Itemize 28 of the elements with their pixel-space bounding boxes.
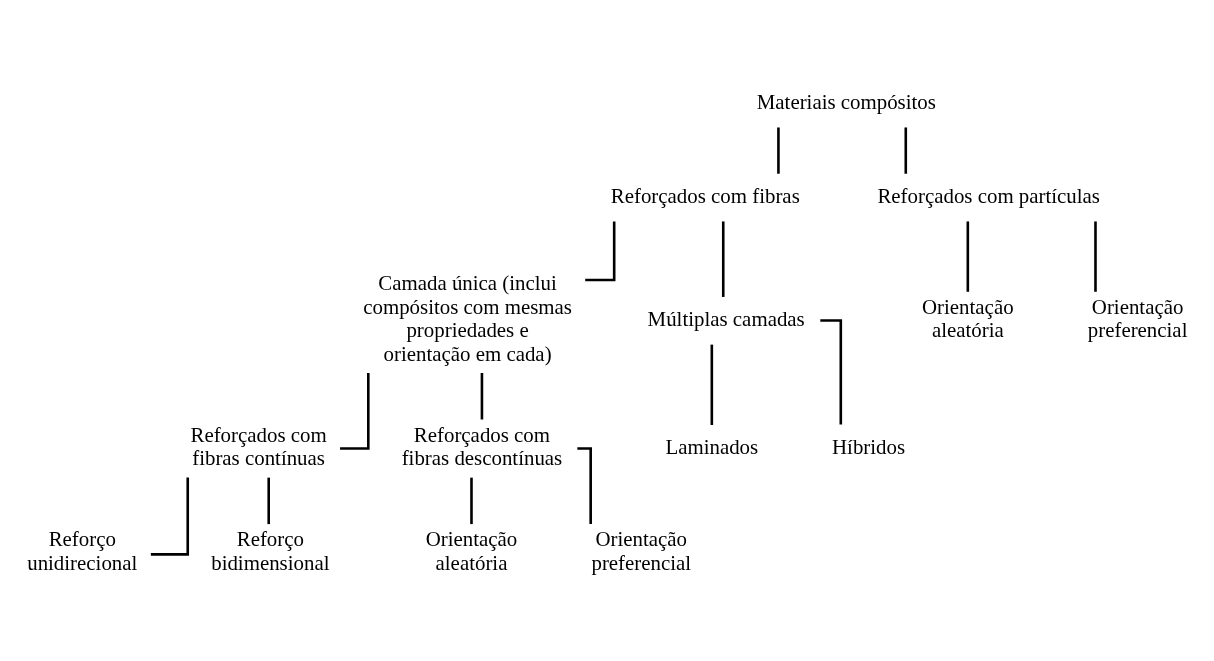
connector (267, 477, 270, 524)
connector (585, 221, 616, 281)
connector (904, 126, 908, 174)
node-text: Reforçados com fibras contínuas (190, 422, 327, 470)
node-text: Reforçados com fibras (610, 183, 800, 208)
connector (710, 344, 714, 425)
node-text: Laminados (665, 434, 759, 459)
connector (777, 126, 780, 174)
node-text: Reforçados com partículas (877, 183, 1101, 208)
node-text: Múltiplas camadas (647, 306, 805, 331)
connector (721, 220, 725, 297)
node-text: Orientação aleatória (425, 526, 518, 575)
connector (480, 372, 484, 419)
node-text: Materiais compósitos (756, 89, 936, 114)
node-text: Orientação aleatória (922, 294, 1014, 342)
connector (340, 372, 370, 450)
connector (966, 220, 970, 292)
node-text: Híbridos (832, 434, 906, 459)
connector (1094, 220, 1097, 292)
node-text: Orientação preferencial (1087, 294, 1188, 342)
node-text: Reforço unidirecional (27, 526, 138, 575)
node-text: Camada única (inclui compósitos com mesmas propriedades e orientação em cada) (363, 270, 572, 366)
connector (820, 318, 843, 424)
node-text: Orientação preferencial (591, 526, 692, 575)
connector (150, 476, 190, 556)
connector (470, 477, 473, 524)
node-text: Reforço bidimensional (211, 526, 330, 575)
node-text: Reforçados com fibras descontínuas (401, 422, 563, 470)
